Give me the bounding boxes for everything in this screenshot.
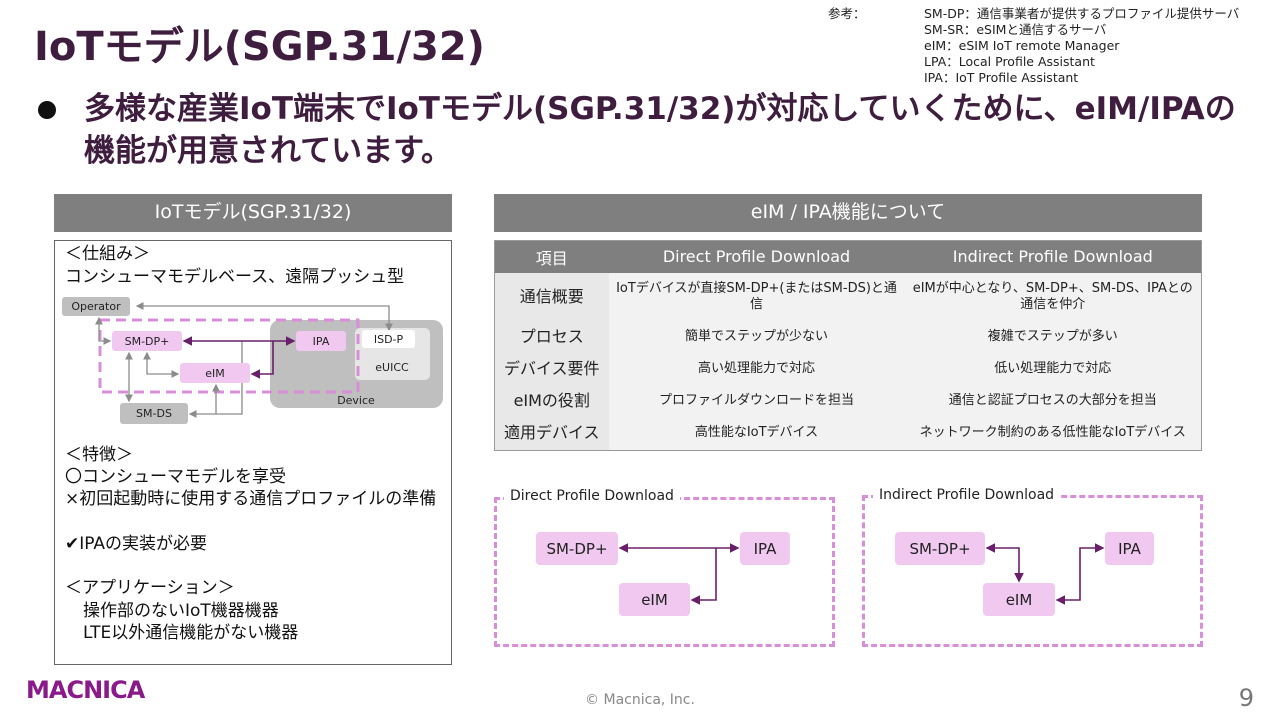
direct-diagram-label: Direct Profile Download <box>504 488 680 504</box>
page-title: IoTモデル(SGP.31/32) <box>34 24 485 70</box>
feature-item: 〇コンシューマモデルを享受 <box>65 467 286 487</box>
comparison-table: 項目 Direct Profile Download Indirect Prof… <box>494 240 1202 451</box>
bullet-icon <box>38 101 56 119</box>
table-row: 通信概要 IoTデバイスが直接SM-DP+(またはSM-DS)と通信 eIMが中… <box>494 272 1202 321</box>
table-row: eIMの役割 プロファイルダウンロードを担当 通信と認証プロセスの大部分を担当 <box>494 384 1202 417</box>
bullet-text: 多様な産業IoT端末でIoTモデル(SGP.31/32)が対応していくために、e… <box>84 91 1236 169</box>
table-row: プロセス 簡単でステップが少ない 複雑でステップが多い <box>494 320 1202 353</box>
reference-line: eIM：eSIM IoT remote Manager <box>924 38 1120 53</box>
indirect-ipa-node: IPA <box>1105 532 1154 565</box>
indirect-smdp-node: SM-DP+ <box>895 532 985 565</box>
operator-node: Operator <box>62 297 130 316</box>
row-label: 適用デバイス <box>494 416 609 451</box>
euicc-label: eUICC <box>375 360 409 374</box>
copyright: © Macnica, Inc. <box>585 692 695 708</box>
column-header: Indirect Profile Download <box>904 240 1202 273</box>
table-header-row: 項目 Direct Profile Download Indirect Prof… <box>494 240 1202 273</box>
table-row: デバイス要件 高い処理能力で対応 低い処理能力で対応 <box>494 352 1202 385</box>
reference-label: 参考： <box>828 6 866 21</box>
reference-notes: 参考： SM-DP：通信事業者が提供するプロファイル提供サーバ SM-SR：eS… <box>828 6 1239 86</box>
ipa-node: IPA <box>296 331 346 351</box>
row-label: デバイス要件 <box>494 352 609 385</box>
isdp-node: ISD-P <box>362 330 415 348</box>
mechanism-heading: ＜仕組み＞ <box>65 244 150 264</box>
reference-line: SM-DP：通信事業者が提供するプロファイル提供サーバ <box>924 6 1240 21</box>
iot-model-panel: ＜仕組み＞ コンシューマモデルベース、遠隔プッシュ型 ＜特徴＞ 〇コンシューマモ… <box>54 240 452 665</box>
direct-ipa-node: IPA <box>740 532 790 565</box>
direct-smdp-node: SM-DP+ <box>536 532 618 565</box>
reference-line: LPA：Local Profile Assistant <box>924 54 1095 69</box>
main-bullet: 多様な産業IoT端末でIoTモデル(SGP.31/32)が対応していくために、e… <box>38 88 1238 172</box>
smds-node: SM-DS <box>120 403 188 424</box>
table-cell: 通信と認証プロセスの大部分を担当 <box>904 384 1202 417</box>
table-cell: eIMが中心となり、SM-DP+、SM-DS、IPAとの通信を仲介 <box>904 272 1202 321</box>
direct-eim-node: eIM <box>619 583 690 616</box>
feature-item: ✔IPAの実装が必要 <box>65 534 208 554</box>
smdp-node: SM-DP+ <box>112 331 182 351</box>
mechanism-text: コンシューマモデルベース、遠隔プッシュ型 <box>65 267 405 287</box>
table-row: 適用デバイス 高性能なIoTデバイス ネットワーク制約のある低性能なIoTデバイ… <box>494 416 1202 451</box>
device-label: Device <box>337 393 375 407</box>
table-cell: 簡単でステップが少ない <box>608 320 905 353</box>
reference-line: IPA：IoT Profile Assistant <box>924 70 1079 85</box>
table-cell: ネットワーク制約のある低性能なIoTデバイス <box>904 416 1202 451</box>
column-header: Direct Profile Download <box>608 240 905 273</box>
left-panel-header: IoTモデル(SGP.31/32) <box>54 194 452 232</box>
right-panel-header: eIM / IPA機能について <box>494 194 1202 232</box>
table-cell: 複雑でステップが多い <box>904 320 1202 353</box>
column-header: 項目 <box>494 240 609 273</box>
indirect-diagram-label: Indirect Profile Download <box>873 487 1061 503</box>
macnica-logo: MACNICA <box>26 676 145 704</box>
indirect-download-diagram <box>862 495 1203 647</box>
table-cell: 高性能なIoTデバイス <box>608 416 905 451</box>
app-item: LTE以外通信機能がない機器 <box>83 623 299 643</box>
apps-heading: ＜アプリケーション＞ <box>65 578 235 598</box>
table-cell: 低い処理能力で対応 <box>904 352 1202 385</box>
reference-line: SM-SR：eSIMと通信するサーバ <box>924 22 1107 37</box>
page-number: 9 <box>1238 684 1254 712</box>
eim-node: eIM <box>180 363 250 383</box>
app-item: 操作部のないIoT機器機器 <box>83 601 279 621</box>
direct-download-diagram <box>494 497 835 647</box>
table-cell: 高い処理能力で対応 <box>608 352 905 385</box>
feature-item: ×初回起動時に使用する通信プロファイルの準備 <box>65 489 437 509</box>
features-heading: ＜特徴＞ <box>65 445 133 465</box>
indirect-eim-node: eIM <box>983 583 1055 616</box>
row-label: 通信概要 <box>494 272 609 321</box>
table-cell: プロファイルダウンロードを担当 <box>608 384 905 417</box>
table-cell: IoTデバイスが直接SM-DP+(またはSM-DS)と通信 <box>608 272 905 321</box>
row-label: プロセス <box>494 320 609 353</box>
row-label: eIMの役割 <box>494 384 609 417</box>
